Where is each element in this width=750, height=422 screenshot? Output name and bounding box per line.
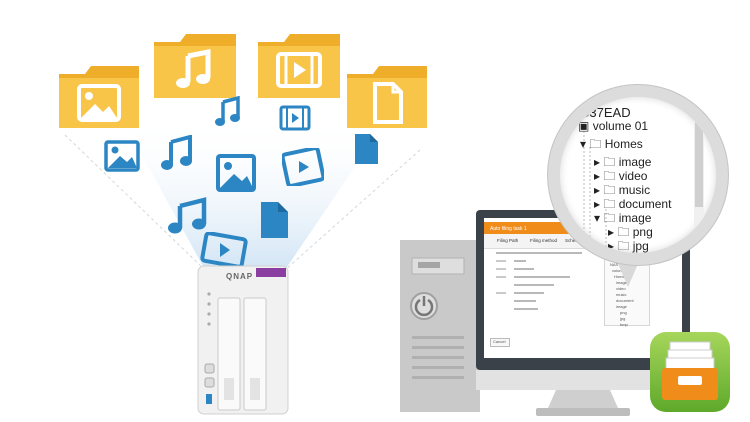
tree-item-volume[interactable]: ▣ volume 01	[578, 119, 649, 133]
mini-tree-item: jpg	[620, 316, 626, 321]
tree-item-image-expanded[interactable]: ▾ 🗀 image	[594, 211, 652, 225]
video-icon	[282, 148, 324, 186]
folder-icon: 🗀	[617, 253, 630, 265]
tree-root: C37EAD	[580, 105, 631, 120]
video-icon	[200, 232, 248, 268]
folder-icon: 🗀	[603, 211, 616, 225]
mini-tree-item: document	[616, 298, 634, 303]
folder-icon: 🗀	[603, 183, 616, 197]
tree-item-png[interactable]: ▸ 🗀 png	[608, 225, 653, 239]
folder-icon: 🗀	[589, 137, 602, 151]
collapse-arrow-icon: ▸	[594, 155, 601, 169]
mini-tree-item: music	[616, 292, 627, 297]
app-title: Auto filing task 1	[490, 226, 527, 232]
mini-tree-item: Homes	[614, 274, 627, 279]
collapse-arrow-icon: ▸	[594, 169, 601, 183]
mini-tree-item: video	[616, 286, 626, 291]
music-folder-icon	[150, 30, 240, 102]
music-note-icon	[214, 96, 242, 128]
tree-item-music[interactable]: ▸ 🗀 music	[594, 183, 651, 197]
music-note-icon	[160, 135, 194, 171]
video-folder-icon	[254, 30, 344, 102]
tree-item-image[interactable]: ▸ 🗀 image	[594, 155, 652, 169]
folder-icon: 🗀	[603, 197, 616, 211]
tree-item-jpg[interactable]: ▸ 🗀 jpg	[608, 239, 649, 253]
document-icon	[258, 200, 290, 240]
music-note-icon	[166, 196, 210, 236]
video-icon	[279, 104, 311, 132]
tree-item-document[interactable]: ▸ 🗀 document	[594, 197, 672, 211]
image-folder-icon	[55, 62, 143, 132]
expand-arrow-icon: ▾	[594, 211, 601, 225]
mini-tree-item: image	[616, 280, 627, 285]
document-folder-icon	[343, 62, 431, 132]
drive-icon: ▣	[578, 119, 590, 133]
pc-tower	[400, 240, 480, 412]
folder-icon: 🗀	[603, 155, 616, 169]
collapse-arrow-icon: ▸	[594, 197, 601, 211]
toolbar-filing-method[interactable]: Filing method	[530, 238, 558, 243]
nas-brand-label: QNAP	[226, 272, 254, 281]
image-icon	[104, 140, 140, 172]
folder-icon: 🗀	[617, 225, 630, 239]
tree-item-homes[interactable]: ▾ 🗀 Homes	[580, 137, 643, 151]
image-icon	[216, 154, 256, 192]
form-text-lines	[496, 252, 582, 310]
folder-icon: 🗀	[603, 169, 616, 183]
mini-tree-item: png	[620, 310, 627, 315]
folder-icon: 🗀	[617, 239, 630, 253]
toolbar-filing-path[interactable]: Filing Path	[497, 238, 519, 243]
toolbar-schedule[interactable]: Schedule	[565, 238, 584, 243]
cancel-label: Cancel	[493, 339, 506, 344]
collapse-arrow-icon: ▸	[608, 225, 615, 239]
collapse-arrow-icon: ▸	[608, 239, 615, 253]
filing-app-icon	[648, 330, 732, 414]
tree-item-video[interactable]: ▸ 🗀 video	[594, 169, 648, 183]
collapse-arrow-icon: ▸	[594, 183, 601, 197]
document-icon	[352, 132, 380, 166]
cancel-button[interactable]	[490, 338, 510, 347]
magnifier-lens: C37EAD ▣ volume 01 ▾ 🗀 Homes ▸ 🗀 image ▸…	[548, 85, 728, 265]
nas-device	[196, 264, 290, 416]
mini-tree-item: image	[616, 304, 627, 309]
mini-tree-item: bmp	[620, 322, 628, 327]
expand-arrow-icon: ▾	[580, 137, 587, 151]
